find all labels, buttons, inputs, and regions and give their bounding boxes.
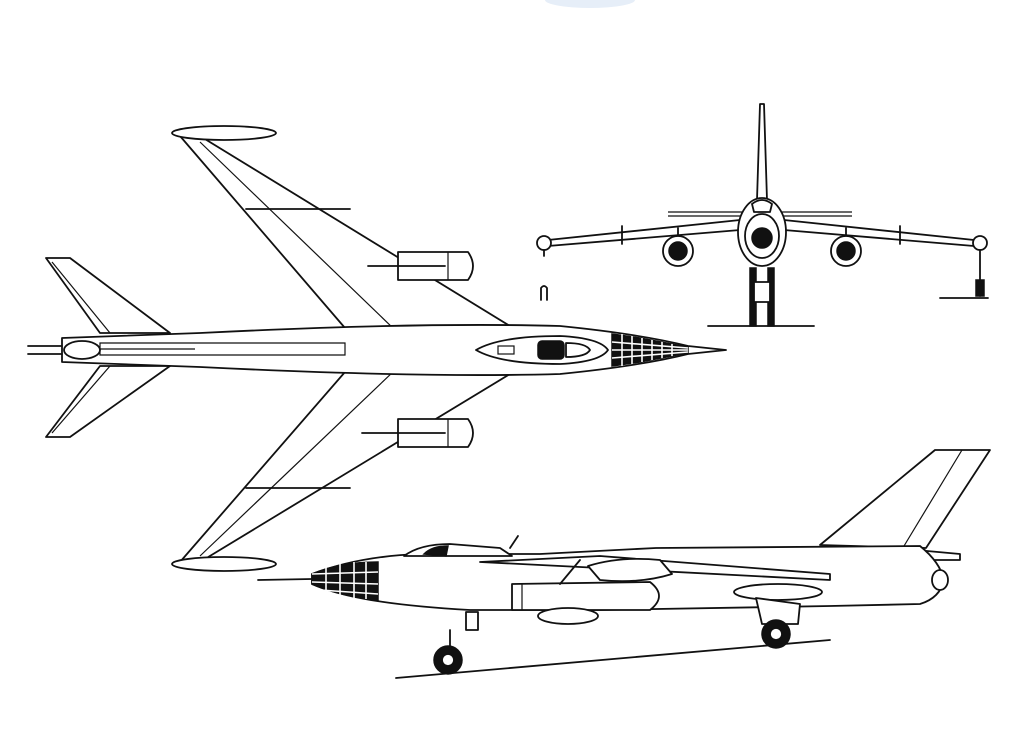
top-view <box>27 125 727 572</box>
front-view-right-tip-wheel <box>975 279 985 297</box>
top-view-nose-glazing-grid <box>611 334 689 366</box>
top-view-spine <box>99 342 346 356</box>
side-view-main-gear-leg <box>755 597 801 625</box>
front-view-left-tip-tank <box>536 235 552 251</box>
side-view-vertical-tail <box>819 449 991 549</box>
side-view-antenna <box>509 535 519 549</box>
side-view-tail-cone <box>931 569 949 591</box>
front-view-nose-glazing <box>751 227 773 249</box>
top-view-upper-wingtip-tank <box>171 125 277 141</box>
side-view-nose-probe <box>257 578 313 581</box>
side-view-glazed-nose <box>311 561 379 601</box>
side-view-main-wheel-hub <box>769 627 783 641</box>
top-view-canopy-rear <box>565 342 591 358</box>
side-view-far-tip-tank <box>733 583 823 601</box>
top-view-canopy <box>537 340 565 360</box>
side-view-under-fairing <box>537 607 599 625</box>
front-view-right-engine-intake <box>836 241 856 261</box>
top-view-upper-wing <box>179 135 511 329</box>
side-view-nose-wheel-hub <box>441 653 455 667</box>
front-view-left-engine-intake <box>668 241 688 261</box>
top-view-upper-elevator-line <box>51 261 111 334</box>
side-view-engine-pylon <box>559 559 581 585</box>
front-view-fin <box>756 103 768 201</box>
front-view <box>536 103 989 327</box>
top-view-lower-stabilizer <box>45 365 171 438</box>
top-view-upper-wing-panel <box>199 141 396 331</box>
side-view-nose-glazing-grid <box>311 562 379 599</box>
front-view-left-wing <box>547 219 741 247</box>
top-edge-tint <box>545 0 635 8</box>
top-view-upper-stabilizer <box>45 257 171 334</box>
side-view-ground-line <box>395 639 831 679</box>
top-view-hatch <box>497 345 515 355</box>
side-view-rudder-line <box>903 449 963 547</box>
front-view-right-wing <box>783 219 975 247</box>
top-view-lower-elevator-line <box>51 365 111 434</box>
side-view <box>257 449 991 679</box>
top-view-lower-wing-panel <box>199 369 396 557</box>
side-view-nose-gear-door <box>465 611 479 631</box>
front-view-left-outrigger <box>540 285 548 301</box>
side-view-engine <box>511 581 660 611</box>
front-view-right-tip-tank <box>972 235 988 251</box>
side-view-canopy <box>422 545 449 557</box>
front-view-canopy <box>751 199 773 213</box>
side-view-wing-root-fairing <box>587 557 673 583</box>
top-view-lower-wingtip-tank <box>171 556 277 572</box>
front-view-nose-gear-door <box>753 281 771 303</box>
top-view-tail-cone <box>63 340 101 360</box>
top-view-lower-wing <box>179 371 511 563</box>
side-view-canopy-fairing <box>403 543 513 557</box>
